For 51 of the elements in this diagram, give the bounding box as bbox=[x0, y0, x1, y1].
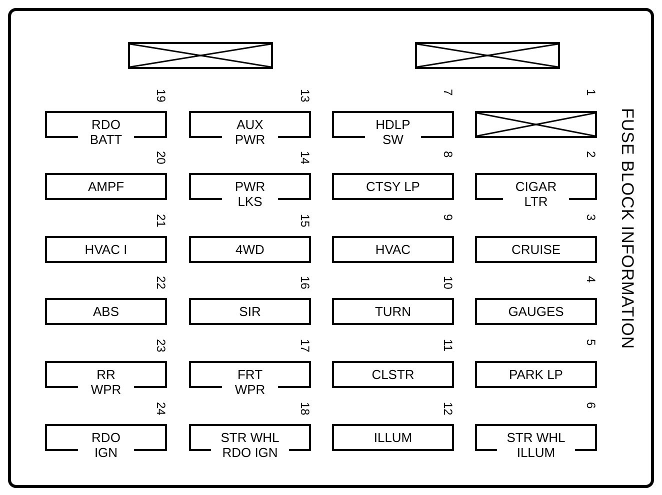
fuse-number: 19 bbox=[155, 89, 167, 102]
fuse-label: RDO BATT bbox=[78, 117, 134, 147]
fuse-number: 14 bbox=[299, 151, 311, 164]
fuse-slot bbox=[475, 236, 597, 263]
fuse-label: AUX PWR bbox=[222, 117, 278, 147]
fuse-number: 11 bbox=[442, 339, 454, 352]
fuse-number: 8 bbox=[442, 151, 454, 158]
fuse-number: 10 bbox=[442, 276, 454, 290]
fuse-slot bbox=[189, 298, 311, 325]
fuse-slot bbox=[475, 361, 597, 388]
fuse-label: CIGAR LTR bbox=[503, 179, 569, 209]
fuse-number: 15 bbox=[299, 214, 311, 228]
fuse-slot bbox=[332, 424, 454, 451]
fuse-label: RR WPR bbox=[78, 367, 134, 397]
fuse-number: 1 bbox=[585, 89, 597, 96]
fuse-slot bbox=[45, 236, 167, 263]
fuse-number: 24 bbox=[155, 402, 167, 416]
fuse-slot bbox=[45, 173, 167, 200]
fuse-number: 18 bbox=[299, 402, 311, 416]
fuse-slot bbox=[332, 361, 454, 388]
fuse-number: 22 bbox=[155, 276, 167, 290]
fuse-number: 13 bbox=[299, 89, 311, 102]
fuse-number: 23 bbox=[155, 339, 167, 352]
fuse-label: FRT WPR bbox=[222, 367, 278, 397]
fuse-number: 20 bbox=[155, 151, 167, 164]
fuse-slot bbox=[332, 173, 454, 200]
fuse-number: 9 bbox=[442, 214, 454, 221]
blank-fuse-slot bbox=[415, 42, 560, 69]
fuse-number: 21 bbox=[155, 214, 167, 228]
fuse-slot bbox=[45, 298, 167, 325]
fuse-number: 16 bbox=[299, 276, 311, 290]
fuse-number: 12 bbox=[442, 402, 454, 416]
blank-fuse-slot bbox=[128, 42, 273, 69]
fuse-label: STR WHL ILLUM bbox=[497, 430, 575, 460]
fuse-label: HDLP SW bbox=[365, 117, 421, 147]
fuse-number: 2 bbox=[585, 151, 597, 158]
fuse-slot bbox=[189, 236, 311, 263]
fuse-label: RDO IGN bbox=[78, 430, 134, 460]
panel-title: FUSE BLOCK INFORMATION bbox=[617, 108, 637, 350]
fuse-slot bbox=[332, 298, 454, 325]
fuse-number: 6 bbox=[585, 402, 597, 409]
fuse-slot bbox=[332, 236, 454, 263]
blank-fuse-slot bbox=[475, 111, 597, 138]
fuse-number: 17 bbox=[299, 339, 311, 352]
fuse-number: 5 bbox=[585, 339, 597, 346]
fuse-slot bbox=[475, 298, 597, 325]
fuse-label: PWR LKS bbox=[222, 179, 278, 209]
fuse-label: STR WHL RDO IGN bbox=[211, 430, 289, 460]
fuse-number: 4 bbox=[585, 276, 597, 283]
fuse-number: 3 bbox=[585, 214, 597, 221]
fuse-number: 7 bbox=[442, 89, 454, 96]
